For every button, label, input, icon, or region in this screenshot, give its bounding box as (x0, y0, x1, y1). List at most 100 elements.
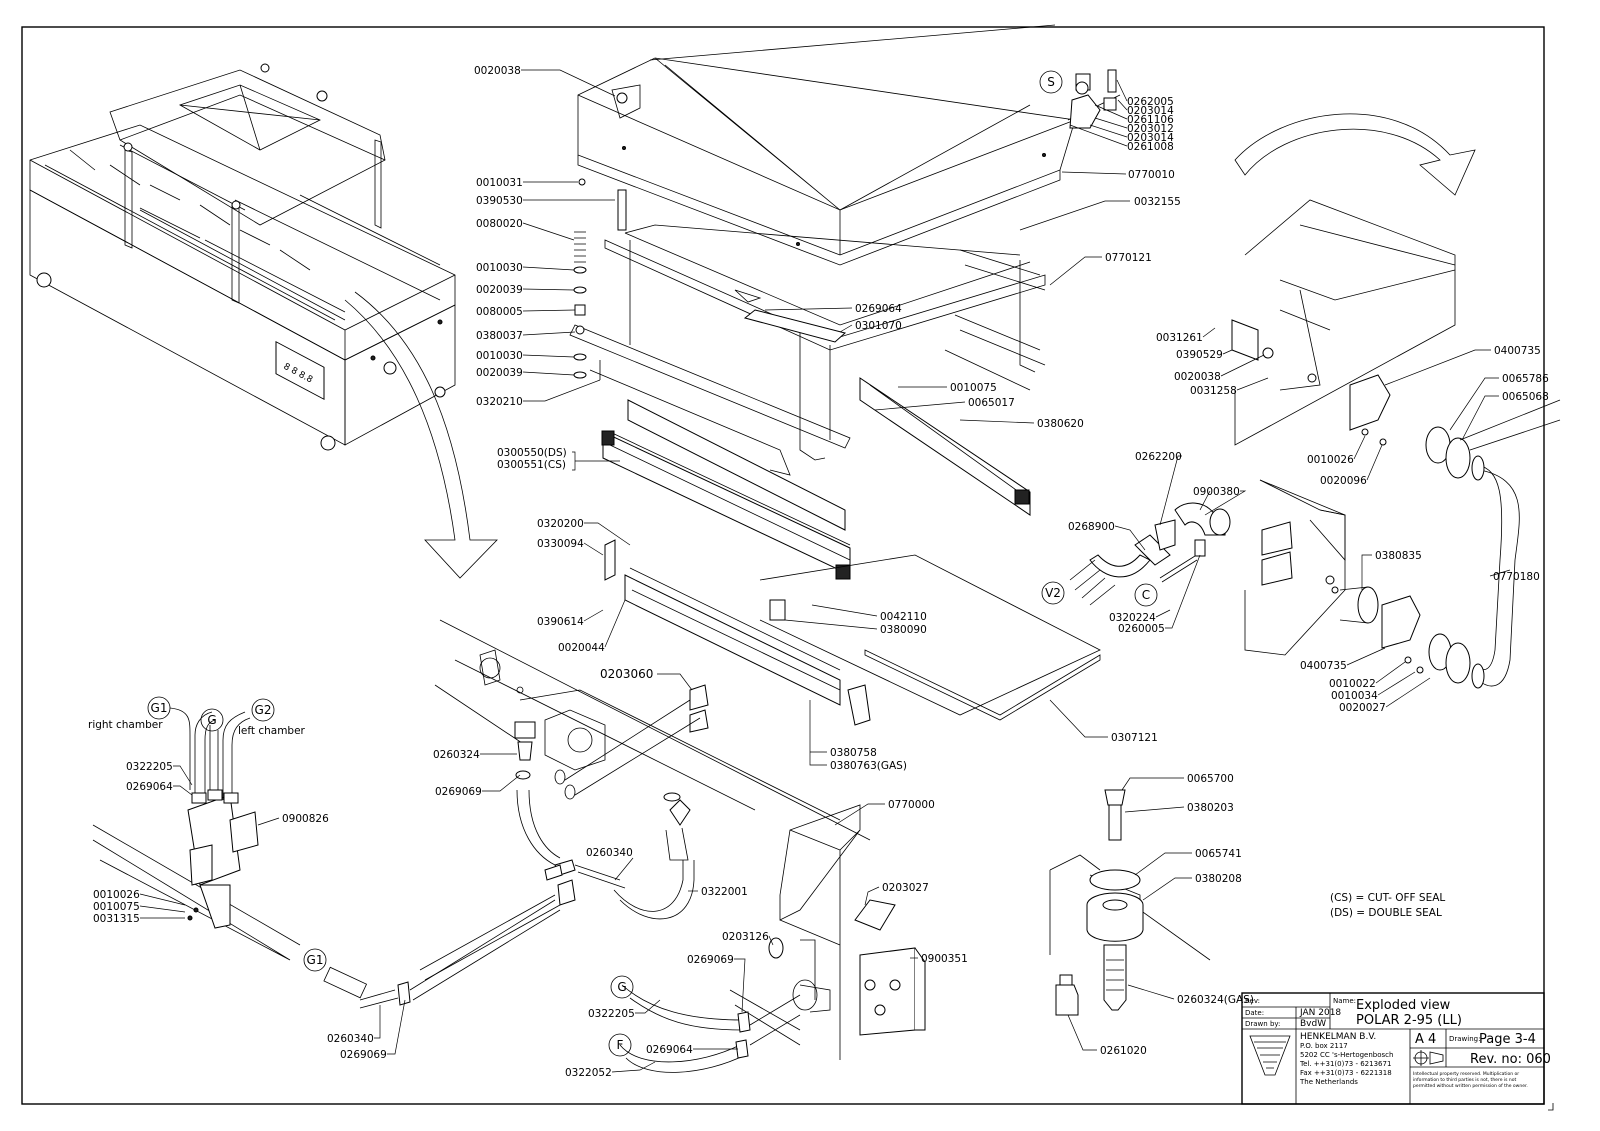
part-label: 0390614 (537, 616, 584, 628)
tb-rev-label: Rev: (1245, 997, 1260, 1005)
callout-g1-bottom: G1 (303, 948, 327, 972)
part-label: 0770000 (888, 799, 935, 811)
part-label: 0260005 (1118, 623, 1165, 635)
tb-drawn-value: BvdW (1300, 1019, 1326, 1029)
left-chamber-label: left chamber (238, 725, 306, 737)
part-label: 0269064 (126, 781, 173, 793)
part-label: 0770180 (1493, 571, 1540, 583)
tb-address-5: The Netherlands (1299, 1078, 1358, 1086)
callout-s: S (1039, 70, 1063, 94)
part-label: 0400735 (1300, 660, 1347, 672)
sheet-border (21, 26, 1545, 1105)
flow-arrow-left (344, 291, 498, 579)
part-label: 0031258 (1190, 385, 1237, 397)
part-label: 0900826 (282, 813, 329, 825)
part-label: 0031315 (93, 913, 140, 925)
callout-g: G (200, 708, 224, 732)
part-label: 0400735 (1494, 345, 1541, 357)
callout-c-label: C (1142, 588, 1150, 602)
part-label: 0261106 (1127, 114, 1174, 126)
part-label: 0268900 (1068, 521, 1115, 533)
callout-g-bottom-label: G (617, 980, 626, 994)
part-label: 0322052 (565, 1067, 612, 1079)
callout-c: C (1134, 583, 1158, 607)
part-label: 0042110 (880, 611, 927, 623)
tb-address-2: 5202 CC 's-Hertogenbosch (1300, 1051, 1393, 1059)
part-label: 0010030 (476, 262, 523, 274)
part-label: 0380208 (1195, 873, 1242, 885)
tb-name-line1: Exploded view (1356, 998, 1451, 1013)
part-label: 0203027 (882, 882, 929, 894)
callout-f: F (608, 1033, 632, 1057)
part-label: 0301070 (855, 320, 902, 332)
part-label: 0300550(DS) (497, 447, 567, 459)
part-label: 0020039 (476, 367, 523, 379)
callout-g-label: G (207, 713, 216, 727)
corner-mark (1548, 1103, 1554, 1111)
part-label: 0322205 (126, 761, 173, 773)
lid-assembly (577, 24, 1121, 266)
tb-copyright-1: Intellectual property reserved. Multipli… (1413, 1071, 1519, 1077)
sealing-bars (601, 377, 1031, 726)
right-chamber-label: right chamber (88, 719, 163, 731)
part-label: 0032155 (1134, 196, 1181, 208)
callout-v2-label: V2 (1045, 586, 1061, 600)
part-label: 0010026 (1307, 454, 1354, 466)
callout-g1-bottom-label: G1 (307, 953, 324, 967)
callout-g1-top: G1 (147, 696, 191, 790)
part-label: 0269064 (646, 1044, 693, 1056)
tb-format: A 4 (1415, 1032, 1436, 1047)
part-label: 0900351 (921, 953, 968, 965)
part-label: 0065068 (1502, 391, 1549, 403)
part-label: 0390530 (476, 195, 523, 207)
part-label: 0261008 (1127, 141, 1174, 153)
part-label: 0380763(GAS) (830, 760, 907, 772)
part-label: 0020096 (1320, 475, 1367, 487)
part-labels: 0020038 0010031 0390530 0080020 0010030 … (93, 65, 1549, 1079)
part-label: 0269069 (687, 954, 734, 966)
title-block: Rev: Date: JAN 2018 Drawn by: BvdW Name:… (1241, 992, 1551, 1105)
part-label: 0203060 (600, 667, 653, 681)
part-label: 0269069 (435, 786, 482, 798)
part-label: 0010075 (950, 382, 997, 394)
part-label: 0010031 (476, 177, 523, 189)
right-chamber-assembly (1231, 199, 1561, 689)
lower-center-assembly (419, 619, 871, 981)
part-label: 0262200 (1135, 451, 1182, 463)
part-label: 0260340 (586, 847, 633, 859)
hose-g-f (619, 984, 801, 1073)
part-label: 0269064 (855, 303, 902, 315)
tb-rev-value: Rev. no: 060 (1470, 1052, 1551, 1067)
part-label: 0010022 (1329, 678, 1376, 690)
part-label: 0260324 (433, 749, 480, 761)
valve-detail (1049, 789, 1211, 1016)
part-label: 0380620 (1037, 418, 1084, 430)
tb-address-1: P.O. box 2117 (1300, 1042, 1348, 1050)
vacuum-hose-assembly (1069, 502, 1231, 606)
part-label: 0080005 (476, 306, 523, 318)
part-label: 0269069 (340, 1049, 387, 1061)
frame-assembly (569, 224, 1046, 476)
hose-g1-bottom (323, 899, 561, 1009)
flow-arrow-right (1234, 113, 1476, 196)
part-label: 0020027 (1339, 702, 1386, 714)
tb-drawing-label: Drawing: (1449, 1035, 1480, 1043)
part-label: 0322205 (588, 1008, 635, 1020)
tb-copyright-3: permitted without written permission of … (1413, 1083, 1528, 1089)
part-label: 0307121 (1111, 732, 1158, 744)
part-label: 0065700 (1187, 773, 1234, 785)
part-label: 0020038 (474, 65, 521, 77)
manifold-assembly (92, 711, 301, 961)
part-label: 0020038 (1174, 371, 1221, 383)
part-label: 0262005 (1127, 96, 1174, 108)
part-label: 0330094 (537, 538, 584, 550)
tb-date-value: JAN 2018 (1299, 1008, 1341, 1018)
part-label: 0900380 (1193, 486, 1240, 498)
callout-s-label: S (1047, 75, 1055, 89)
tb-name-label: Name: (1333, 997, 1356, 1005)
tb-name-line2: POLAR 2-95 (LL) (1356, 1013, 1462, 1028)
part-label: 0080020 (476, 218, 523, 230)
end-panel (729, 804, 926, 1060)
part-label: 0065786 (1502, 373, 1549, 385)
part-label: 0203012 (1127, 123, 1174, 135)
